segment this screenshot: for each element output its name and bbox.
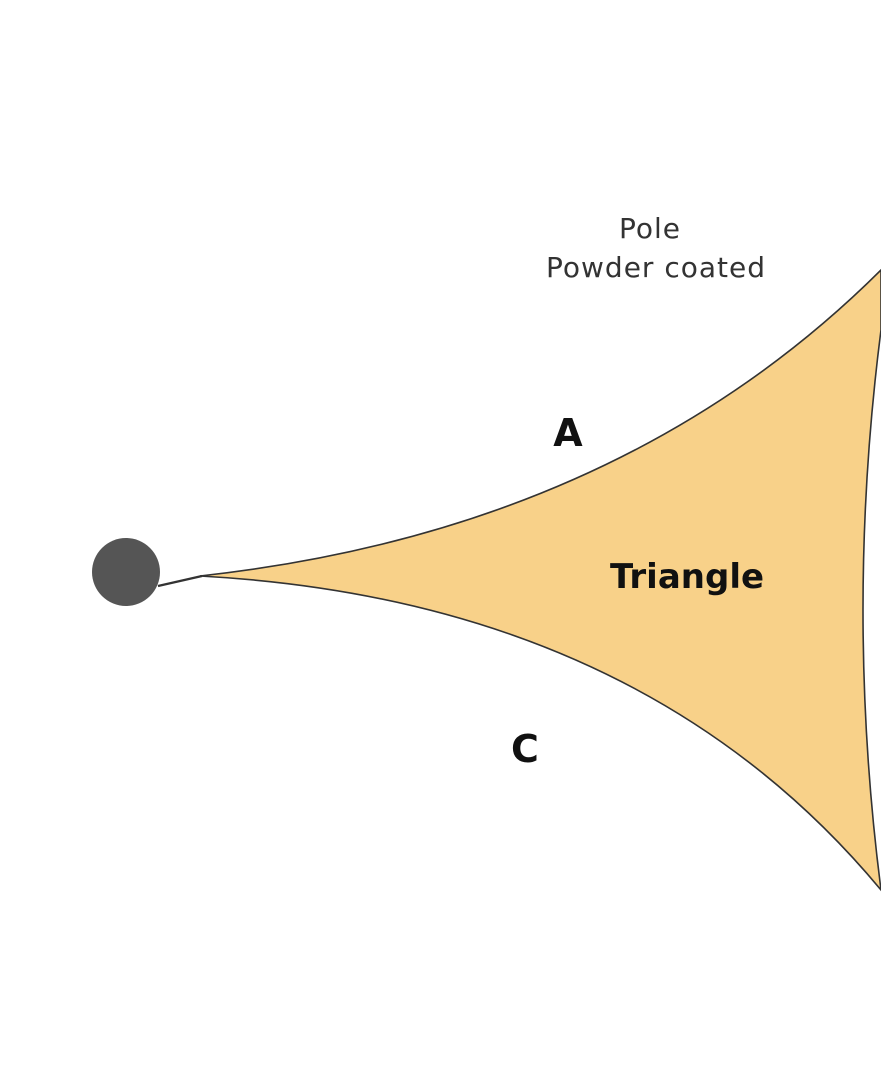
shape-label: Triangle xyxy=(610,557,764,597)
tension-wire xyxy=(157,574,203,588)
side-label-a: A xyxy=(553,411,583,455)
pole-circle-icon xyxy=(92,538,160,606)
pole-label-line1: Pole xyxy=(619,212,681,245)
triangle-sail-shape xyxy=(199,268,881,892)
pole-label-line2: Powder coated xyxy=(546,251,766,284)
side-label-c: C xyxy=(511,727,539,771)
